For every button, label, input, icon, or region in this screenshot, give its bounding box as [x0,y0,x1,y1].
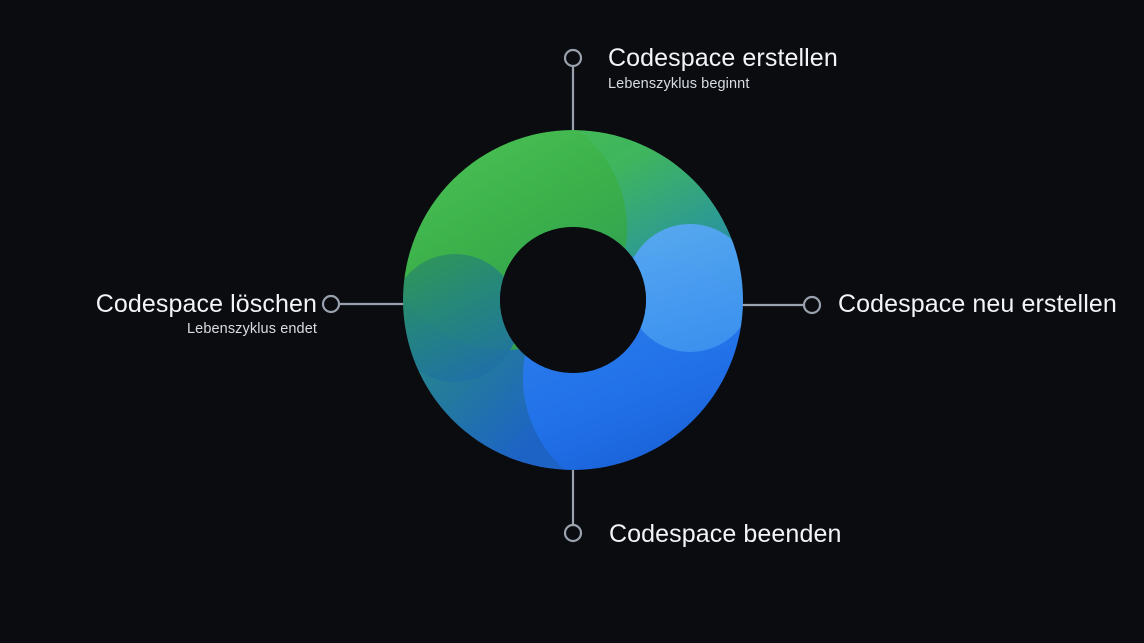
node-label-stop: Codespace beenden [609,520,841,548]
node-label-delete: Codespace löschen Lebenszyklus endet [96,290,317,338]
donut-lobe-light-blue [626,224,754,352]
node-title-stop: Codespace beenden [609,520,842,548]
node-title-delete: Codespace löschen [95,290,317,318]
node-marker-recreate[interactable] [802,295,822,315]
node-subtitle-delete: Lebenszyklus endet [187,321,317,337]
node-marker-stop[interactable] [563,523,583,543]
donut-hole [500,227,646,373]
node-subtitle-create: Lebenszyklus beginnt [608,76,750,92]
node-title-create: Codespace erstellen [608,44,838,72]
node-title-recreate: Codespace neu erstellen [838,290,1117,318]
node-label-recreate: Codespace neu erstellen [838,290,1117,318]
node-marker-delete[interactable] [321,294,341,314]
donut-lobe-teal [391,254,519,382]
node-label-create: Codespace erstellen Lebenszyklus beginnt [608,44,838,93]
node-marker-create[interactable] [563,48,583,68]
